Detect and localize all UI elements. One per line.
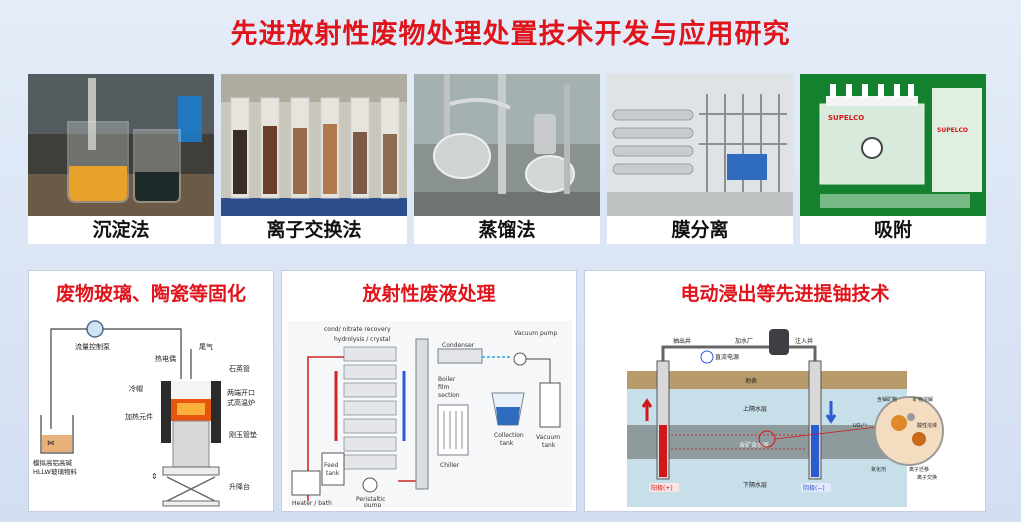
vitrification-furnace-diagram: 流量控制泵 ⋈ 模拟高铝高碱 HLLW玻璃物料 热电偶 尾气 石英管 冷帽 两端… bbox=[33, 319, 269, 507]
label-collection-2: tank bbox=[500, 440, 514, 447]
label-leach: 矿物溶解 bbox=[913, 396, 933, 403]
zoom-detail bbox=[874, 396, 944, 466]
label-hydro: hydrolysis / crystal bbox=[334, 336, 391, 343]
photo-ion-exchange: 离子交换法 bbox=[221, 74, 407, 244]
label-cathode: 阴极(−) bbox=[803, 484, 825, 492]
label-feed-1: Feed bbox=[324, 462, 339, 469]
panel-vitrification: 废物玻璃、陶瓷等固化 流量控制泵 ⋈ 模拟高铝高碱 HLLW玻璃物料 热电偶 尾… bbox=[28, 270, 274, 512]
label-vacuum-pump: Vacuum pump bbox=[514, 330, 557, 337]
photo-precipitation: 沉淀法 bbox=[28, 74, 214, 244]
label-thermocouple: 热电偶 bbox=[155, 354, 176, 363]
label-material-2: HLLW玻璃物料 bbox=[33, 467, 77, 476]
label-anode: 阳极(+) bbox=[651, 484, 673, 492]
label-mineral: 含铀矿物 bbox=[877, 396, 897, 403]
photo-adsorption: SUPELCO SUPELCO 吸附 bbox=[800, 74, 986, 244]
label-boiler-1: Boiler bbox=[438, 376, 456, 383]
photo-row: 沉淀法 离子交换法 bbox=[28, 74, 986, 244]
label-peristaltic-2: pump bbox=[364, 502, 381, 507]
panel-liquid-waste: 放射性废液处理 cond/ nitrate recovery hydrolysi… bbox=[281, 270, 577, 512]
label-furnace-2: 式高温炉 bbox=[227, 398, 255, 407]
label-inject: 注入井 bbox=[795, 337, 813, 345]
label-furnace-1: 两端开口 bbox=[227, 388, 255, 397]
brand-label-inset: SUPELCO bbox=[937, 127, 968, 134]
photo-membrane: 膜分离 bbox=[607, 74, 793, 244]
label-lift: 升降台 bbox=[229, 482, 250, 491]
pump-icon bbox=[86, 320, 104, 338]
label-acid: 酸性溶液 bbox=[917, 422, 937, 429]
label-cond: cond/ nitrate recovery bbox=[324, 326, 391, 333]
label-condenser: Condenser bbox=[442, 342, 475, 349]
power-icon bbox=[700, 350, 714, 364]
panel-uranium-extraction: 电动浸出等先进提铀技术 地表 上隔水层 含矿含水层 下隔水层 抽出井 注入井 加… bbox=[584, 270, 986, 512]
photo-caption: 沉淀法 bbox=[28, 216, 214, 244]
svg-text:⇕: ⇕ bbox=[151, 472, 158, 481]
label-feed-2: tank bbox=[326, 470, 340, 477]
photo-distillation: 蒸馏法 bbox=[414, 74, 600, 244]
label-cold-cap: 冷帽 bbox=[129, 384, 143, 393]
svg-text:⋈: ⋈ bbox=[47, 439, 54, 447]
label-boiler-2: film bbox=[438, 384, 449, 391]
label-power: 直流电源 bbox=[715, 353, 739, 361]
label-migrate: 离子迁移 bbox=[909, 466, 929, 473]
label-pad: 刚玉管垫 bbox=[229, 430, 257, 439]
page-title: 先进放射性废物处理处置技术开发与应用研究 bbox=[230, 19, 791, 50]
panel-title: 电动浸出等先进提铀技术 bbox=[680, 283, 890, 305]
label-exhaust: 尾气 bbox=[199, 342, 213, 351]
photo-caption: 蒸馏法 bbox=[414, 216, 600, 244]
label-vacuum-tank-1: Vacuum bbox=[536, 434, 560, 441]
membrane-separation-image bbox=[607, 74, 793, 216]
label-chiller: Chiller bbox=[440, 462, 460, 469]
adsorption-manifold-image: SUPELCO SUPELCO bbox=[800, 74, 986, 216]
label-quartz: 石英管 bbox=[229, 364, 250, 373]
label-pump: 流量控制泵 bbox=[75, 342, 110, 351]
label-plant: 加水厂 bbox=[735, 337, 753, 345]
photo-caption: 膜分离 bbox=[607, 216, 793, 244]
label-collection-1: Collection bbox=[494, 432, 524, 439]
label-heater: 加热元件 bbox=[125, 412, 153, 421]
label-lower: 下隔水层 bbox=[743, 481, 767, 489]
precipitation-beakers-image bbox=[28, 74, 214, 216]
panel-title: 废物玻璃、陶瓷等固化 bbox=[55, 283, 246, 305]
label-material-1: 模拟高铝高碱 bbox=[33, 458, 73, 467]
label-uo2: UO₂²⁺ bbox=[853, 423, 868, 429]
label-ion: 离子交换 bbox=[917, 474, 937, 481]
ion-exchange-columns-image bbox=[221, 74, 407, 216]
label-heater-bath: Heater / bath bbox=[292, 500, 332, 507]
brand-label: SUPELCO bbox=[828, 114, 864, 122]
panel-title: 放射性废液处理 bbox=[362, 283, 496, 305]
label-peristaltic-1: Peristaltic bbox=[356, 496, 385, 503]
label-extract: 抽出井 bbox=[673, 337, 691, 345]
label-boiler-3: section bbox=[438, 392, 460, 399]
photo-caption: 吸附 bbox=[800, 216, 986, 244]
liquid-waste-process-diagram: cond/ nitrate recovery hydrolysis / crys… bbox=[288, 321, 572, 507]
electrokinetic-leaching-diagram: 地表 上隔水层 含矿含水层 下隔水层 抽出井 注入井 加水厂 直流电源 阳极(+… bbox=[627, 327, 947, 507]
label-vacuum-tank-2: tank bbox=[542, 442, 556, 449]
label-ground: 地表 bbox=[745, 377, 757, 385]
label-upper: 上隔水层 bbox=[743, 405, 767, 413]
distillation-apparatus-image bbox=[414, 74, 600, 216]
label-ore: 含矿含水层 bbox=[739, 441, 769, 449]
photo-caption: 离子交换法 bbox=[221, 216, 407, 244]
label-oxidant: 氧化剂 bbox=[871, 466, 886, 473]
